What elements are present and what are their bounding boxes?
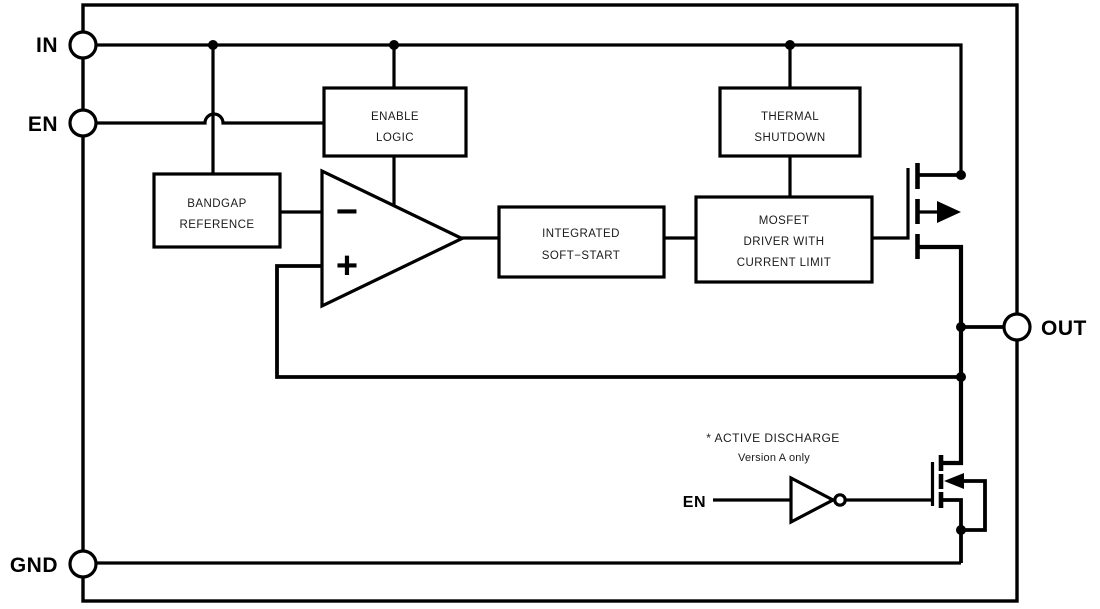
en-pin-terminal bbox=[68, 108, 98, 138]
pmos-pass-transistor bbox=[915, 163, 961, 259]
feedback-wire bbox=[275, 264, 961, 379]
enable-logic-label-line2: LOGIC bbox=[376, 132, 414, 144]
out-pin-terminal bbox=[1002, 312, 1032, 342]
softstart-label-line2: SOFT−START bbox=[542, 250, 621, 262]
active-discharge-note-subtitle: Version A only bbox=[738, 452, 810, 464]
wires bbox=[96, 43, 1005, 565]
bandgap-label-line1: BANDGAP bbox=[187, 198, 246, 210]
bandgap-label-line2: REFERENCE bbox=[180, 219, 255, 231]
error-amplifier-triangle bbox=[320, 168, 466, 309]
pin-label-gnd: GND bbox=[10, 554, 58, 577]
opamp-inverting-input-sign: − bbox=[336, 191, 358, 233]
thermal-label-line2: SHUTDOWN bbox=[754, 132, 825, 144]
opamp-noninverting-input-sign: + bbox=[336, 245, 358, 287]
driver-to-pmos-gate-wire bbox=[872, 168, 910, 240]
discharge-nmos-transistor bbox=[938, 455, 964, 508]
driver-label-line2: DRIVER WITH bbox=[744, 236, 825, 248]
en-wire-with-hop bbox=[96, 112, 324, 125]
enable-logic-block bbox=[322, 86, 468, 158]
pmos-body-arrow-icon bbox=[937, 201, 961, 223]
gnd-pin-terminal bbox=[68, 549, 98, 579]
junction-dot bbox=[389, 40, 399, 50]
discharge-en-signal-label: EN bbox=[683, 494, 706, 511]
thermal-shutdown-block bbox=[718, 86, 862, 158]
inverter bbox=[789, 475, 847, 525]
pmos-drain-trunk-wire bbox=[919, 244, 964, 466]
enable-logic-label-line1: ENABLE bbox=[371, 111, 419, 123]
pin-terminals bbox=[68, 30, 1032, 579]
nmos-body-arrow-icon bbox=[944, 473, 964, 489]
labels: IN EN GND OUT ENABLE LOGIC BANDGAP REFER… bbox=[10, 34, 1087, 577]
mosfet-driver-block bbox=[694, 195, 874, 284]
pin-label-out: OUT bbox=[1041, 317, 1087, 340]
driver-label-line1: MOSFET bbox=[759, 215, 810, 227]
junction-dots bbox=[208, 40, 966, 535]
integrated-soft-start-block bbox=[497, 205, 666, 279]
function-blocks bbox=[152, 86, 874, 284]
driver-label-line3: CURRENT LIMIT bbox=[737, 257, 831, 269]
pin-label-en: EN bbox=[28, 113, 58, 136]
pin-label-in: IN bbox=[36, 34, 58, 57]
in-rail-wire bbox=[96, 43, 963, 175]
nmos-body-wire bbox=[961, 479, 987, 532]
in-pin-terminal bbox=[68, 30, 98, 60]
softstart-label-line1: INTEGRATED bbox=[542, 228, 620, 240]
junction-dot bbox=[785, 40, 795, 50]
junction-dot bbox=[956, 525, 966, 535]
active-discharge-note-title: * ACTIVE DISCHARGE bbox=[706, 431, 839, 445]
chip-boundary bbox=[81, 3, 1019, 603]
thermal-label-line1: THERMAL bbox=[761, 111, 819, 123]
junction-dot bbox=[956, 170, 966, 180]
junction-dot bbox=[208, 40, 218, 50]
junction-dot bbox=[956, 372, 966, 382]
junction-dot bbox=[956, 322, 966, 332]
bandgap-reference-block bbox=[152, 172, 282, 249]
inverter-bubble-icon bbox=[833, 493, 847, 507]
inverter-triangle bbox=[789, 475, 837, 525]
nmos-source-wire bbox=[942, 498, 963, 563]
